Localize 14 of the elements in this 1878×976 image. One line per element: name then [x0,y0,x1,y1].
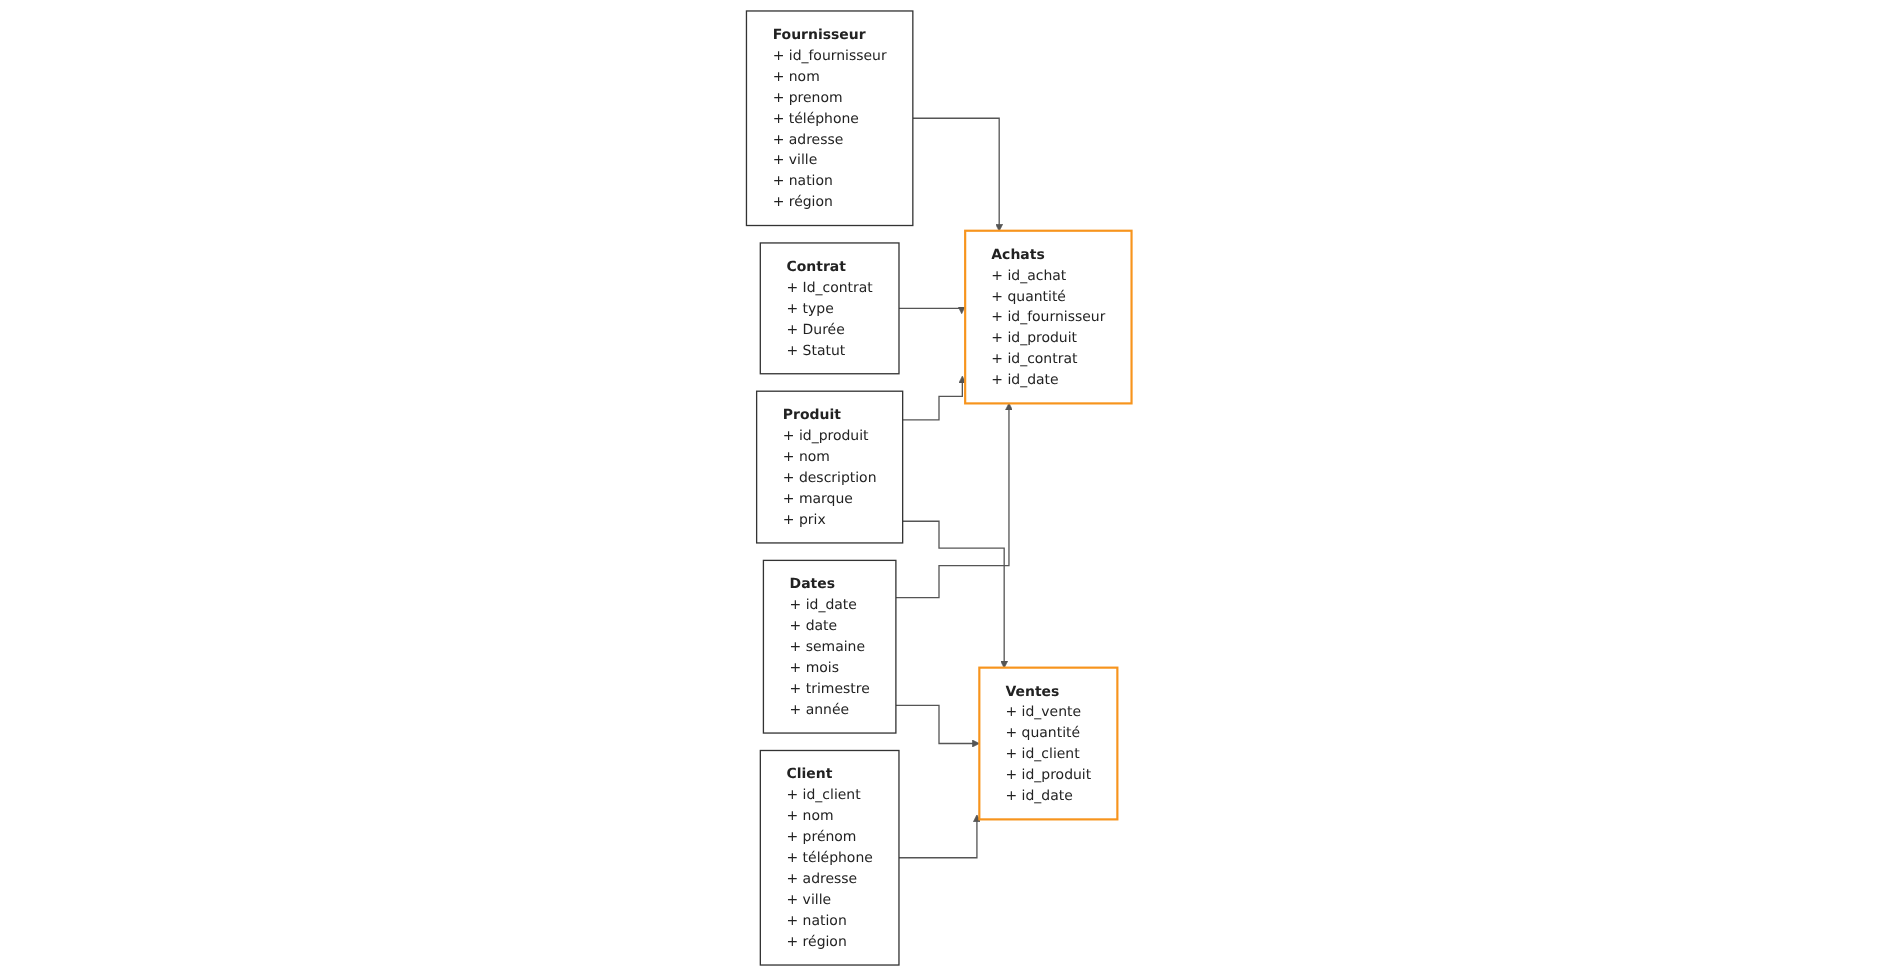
arrow [898,814,981,859]
node-box [755,390,904,544]
node-box [745,10,914,227]
arrow [902,375,967,421]
node-box [762,559,897,734]
node-box [759,749,900,966]
arrow [895,704,980,748]
node-box [759,242,900,375]
arrow [895,402,1013,599]
arrow [898,306,966,314]
arrow [912,117,1003,232]
arrow [902,520,1008,669]
node-box [964,229,1133,405]
node-box [978,666,1119,821]
